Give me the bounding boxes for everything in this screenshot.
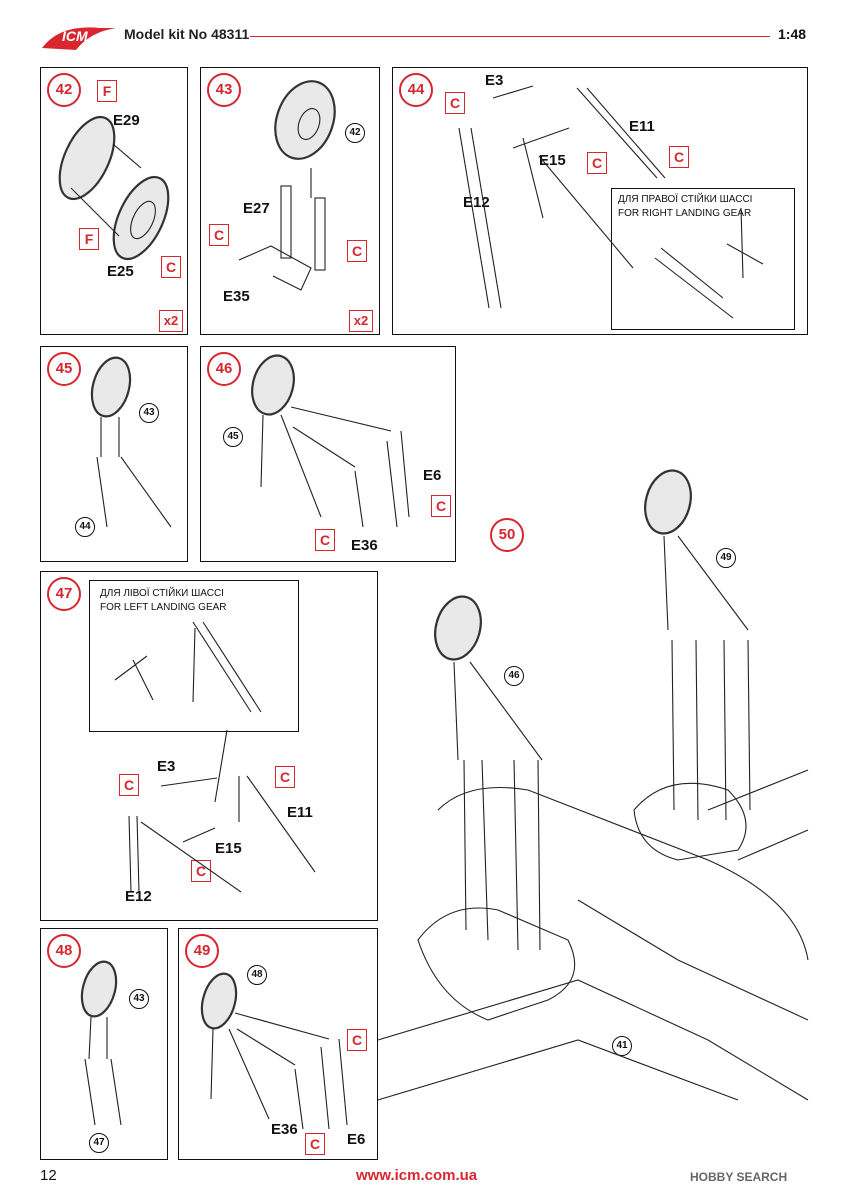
- part-label: E11: [629, 118, 655, 135]
- step-number: 49: [185, 934, 219, 968]
- assembly-drawing: [90, 356, 172, 528]
- paint-code: C: [305, 1133, 325, 1155]
- part-label: E3: [485, 72, 504, 89]
- step-number: 50: [490, 518, 524, 552]
- part-label: E12: [125, 888, 152, 905]
- page-number: 12: [40, 1167, 57, 1184]
- paint-code: C: [431, 495, 451, 517]
- step-number: 45: [47, 352, 81, 386]
- ref-step-42: 42: [345, 123, 365, 143]
- step-47-panel: 47 ДЛЯ ЛІВОЇ СТІЙКИ ШАССІ FOR LEFT LANDI…: [40, 571, 378, 921]
- ref-step-47: 47: [89, 1133, 109, 1153]
- step-42-panel: 42 F E29 F E25 C x2: [40, 67, 188, 335]
- ref-step-49: 49: [716, 548, 736, 568]
- icm-logo: ICM: [40, 22, 118, 54]
- strut-drawing: [238, 80, 336, 291]
- part-label: E25: [107, 263, 134, 280]
- brand-text: ICM: [62, 28, 88, 44]
- scale-label: 1:48: [778, 26, 807, 42]
- step-50-area: 50 49 46 41: [377, 340, 809, 1160]
- step-45-panel: 45 43 44: [40, 346, 188, 562]
- inset-caption-en: FOR LEFT LANDING GEAR: [100, 602, 227, 613]
- step-number: 42: [47, 73, 81, 107]
- step-number: 44: [399, 73, 433, 107]
- part-label: E15: [215, 840, 242, 857]
- step-44-panel: 44 E3 C E11 C E15 C E12 ДЛЯ ПРАВОЇ СТІЙК…: [392, 67, 808, 335]
- step-number: 48: [47, 934, 81, 968]
- inset-caption-en: FOR RIGHT LANDING GEAR: [618, 208, 752, 219]
- leg-drawing: [114, 621, 316, 893]
- assembly-drawing: [251, 354, 410, 528]
- aircraft-drawing: [377, 469, 809, 1101]
- part-label: E35: [223, 288, 250, 305]
- step-43-panel: 43 42 E27 C C E35 x2: [200, 67, 380, 335]
- ref-step-45: 45: [223, 427, 243, 447]
- paint-code: C: [315, 529, 335, 551]
- part-label: E36: [351, 537, 378, 554]
- watermark: HOBBY SEARCH: [690, 1170, 788, 1184]
- part-label: E27: [243, 200, 270, 217]
- paint-code: C: [347, 240, 367, 262]
- paint-code: C: [445, 92, 465, 114]
- part-label: E36: [271, 1121, 298, 1138]
- ref-step-43: 43: [129, 989, 149, 1009]
- ref-step-46: 46: [504, 666, 524, 686]
- inset-caption-ua: ДЛЯ ЛІВОЇ СТІЙКИ ШАССІ: [100, 588, 224, 599]
- header-divider: [250, 36, 770, 37]
- part-label: E6: [347, 1131, 366, 1148]
- quantity-badge: x2: [159, 310, 183, 332]
- website-link[interactable]: www.icm.com.ua: [356, 1167, 478, 1184]
- paint-code: C: [209, 224, 229, 246]
- paint-code: F: [79, 228, 99, 250]
- right-gear-inset: ДЛЯ ПРАВОЇ СТІЙКИ ШАССІ FOR RIGHT LANDIN…: [611, 188, 795, 330]
- ref-step-44: 44: [75, 517, 95, 537]
- wheel-drawing: [58, 115, 170, 261]
- step-number: 47: [47, 577, 81, 611]
- quantity-badge: x2: [349, 310, 373, 332]
- assembly-drawing: [200, 972, 348, 1130]
- step-number: 43: [207, 73, 241, 107]
- assembly-drawing: [80, 960, 122, 1126]
- paint-code: C: [347, 1029, 367, 1051]
- part-label: E3: [157, 758, 176, 775]
- step-49-panel: 49 48 C E36 C E6: [178, 928, 378, 1160]
- paint-code: F: [97, 80, 117, 102]
- leg-drawing: [458, 85, 764, 319]
- step-46-panel: 46 45 E6 C C E36: [200, 346, 456, 562]
- part-label: E6: [423, 467, 442, 484]
- step-48-panel: 48 43 47: [40, 928, 168, 1160]
- model-kit-label: Model kit No 48311: [124, 26, 250, 42]
- part-label: E29: [113, 112, 140, 129]
- paint-code: C: [161, 256, 181, 278]
- paint-code: C: [119, 774, 139, 796]
- ref-step-48: 48: [247, 965, 267, 985]
- paint-code: C: [275, 766, 295, 788]
- ref-step-43: 43: [139, 403, 159, 423]
- step-number: 46: [207, 352, 241, 386]
- paint-code: C: [587, 152, 607, 174]
- paint-code: C: [669, 146, 689, 168]
- inset-caption-ua: ДЛЯ ПРАВОЇ СТІЙКИ ШАССІ: [618, 194, 753, 205]
- ref-step-41: 41: [612, 1036, 632, 1056]
- part-label: E11: [287, 804, 313, 821]
